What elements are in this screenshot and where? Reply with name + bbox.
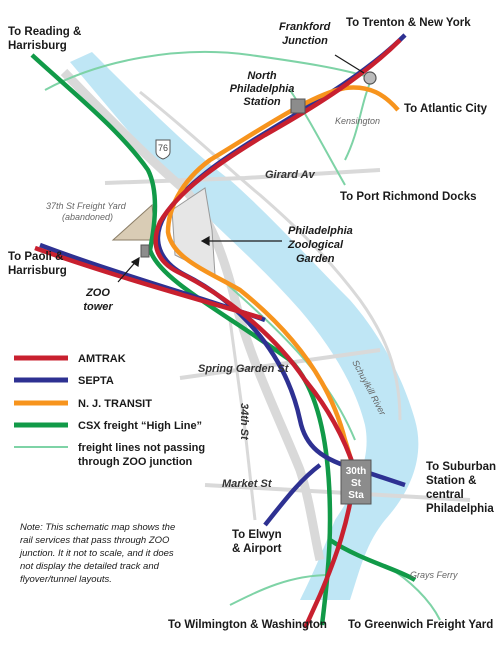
frankford-label-1: Frankford [279,21,331,33]
map-note: Note: This schematic map shows the rail … [18,522,175,585]
34th-st-label: 34th St [238,403,250,441]
legend-label-amtrak: AMTRAK [78,353,126,365]
legend-label-nj-transit: N. J. TRANSIT [78,398,152,410]
schuylkill-river [70,52,419,600]
legend-label-septa: SEPTA [78,375,114,387]
note-line-2: rail services that pass through ZOO [20,535,170,546]
place-labels: Frankford Junction North Philadelphia St… [46,21,458,580]
paoli-label-2: Harrisburg [8,265,67,277]
freight-yard-label-1: 37th St Freight Yard [46,201,127,211]
market-st-label: Market St [222,478,273,490]
station-30th-line3: Sta [348,490,364,501]
frankford-label-2: Junction [282,35,328,47]
zoo-garden-pointer [200,235,282,247]
note-line-1: Note: This schematic map shows the [20,522,175,533]
zoo-garden-label-3: Garden [296,253,335,265]
zoo-tower-marker [140,244,150,258]
river-road [139,90,402,421]
csx-to-reading [30,53,333,626]
zoo-tower-label-2: tower [83,301,113,313]
amtrak-to-paoli [34,245,263,321]
legend: AMTRAK SEPTA N. J. TRANSIT CSX freight “… [14,353,205,468]
atlantic-city-label: To Atlantic City [404,103,488,115]
nj-transit-line [165,85,400,473]
34th-street [228,319,257,521]
destination-labels: To Reading & Harrisburg To Trenton & New… [8,17,496,631]
frankford-pointer [334,54,365,74]
street-labels: Girard Av Spring Garden St 34th St Marke… [198,169,316,490]
reading-label-2: Harrisburg [8,40,67,52]
legend-label-other-freight-2: through ZOO junction [78,456,193,468]
grays-ferry-label: Grays Ferry [410,570,458,580]
freight-wilmington-loop [229,574,331,606]
zoo-garden-label-2: Zoological [287,239,344,251]
market-street [204,483,471,502]
note-line-5: flyover/tunnel layouts. [20,574,112,585]
suburban-label-2: Station & [426,475,476,487]
legend-label-other-freight-1: freight lines not passing [78,442,205,454]
trenton-label: To Trenton & New York [346,17,471,29]
nj-transit-atlantic [165,85,400,473]
30th-st-station: 30th St Sta [340,459,372,505]
zoo-garden-label-1: Philadelphia [288,225,353,237]
pointers [117,54,365,283]
station-30th-line1: 30th [346,466,367,477]
interstate-76-shield: 76 [155,139,171,160]
freight-yard-label-2: (abandoned) [62,212,113,222]
station-30th-line2: St [351,478,362,489]
zoo-tower-label-1: ZOO [85,287,110,299]
north-philadelphia-station-marker [290,98,306,114]
suburban-label-1: To Suburban [426,461,496,473]
freight-kensington [344,77,373,161]
north-phila-label-1: North [247,70,277,82]
north-phila-label-3: Station [243,96,281,108]
spring-garden-label: Spring Garden St [198,363,290,375]
wilmington-label: To Wilmington & Washington [168,619,327,631]
kensington-label: Kensington [335,116,380,126]
suburban-label-3: central [426,489,464,501]
septa-to-elwyn [263,463,322,527]
freight-north-loop [44,50,373,91]
paoli-label-1: To Paoli & [8,251,63,263]
legend-label-csx: CSX freight “High Line” [78,420,202,432]
septa-northeast [155,33,407,488]
port-richmond-label: To Port Richmond Docks [340,191,477,203]
elwyn-label-1: To Elwyn [232,529,282,541]
roads [60,68,471,562]
suburban-label-4: Philadelphia [426,503,494,515]
frankford-junction-marker [363,71,377,85]
elwyn-label-2: & Airport [232,543,282,555]
interstate-76-road [60,68,325,562]
interstate-label: 76 [158,143,168,153]
girard-av-label: Girard Av [265,169,316,181]
note-line-3: junction. It it not to scale, and it doe… [18,548,174,559]
reading-label-1: To Reading & [8,26,81,38]
note-line-4: not display the detailed track and [20,561,160,572]
greenwich-label: To Greenwich Freight Yard [348,619,493,631]
north-phila-label-2: Philadelphia [230,83,295,95]
zoo-tower-pointer [117,256,140,283]
